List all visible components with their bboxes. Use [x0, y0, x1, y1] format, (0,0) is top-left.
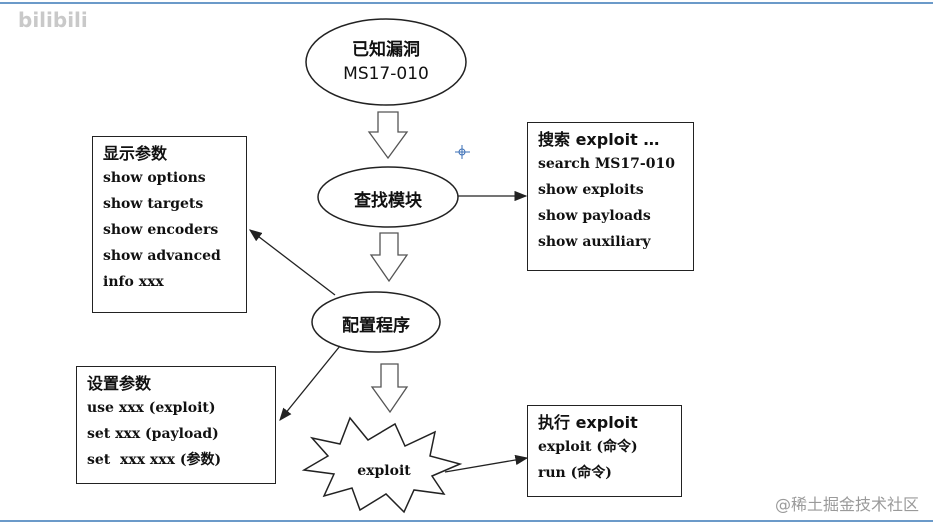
- node-known-vuln: 已知漏洞 MS17-010: [306, 38, 466, 86]
- box-show-params-title: 显示参数: [103, 144, 168, 163]
- connector-to-set-params: [279, 345, 341, 422]
- cmd-item: info xxx: [103, 274, 164, 290]
- cmd-item: run (命令): [538, 465, 612, 481]
- box-set-params-title: 设置参数: [87, 374, 152, 393]
- flow-arrow-1: [367, 111, 409, 160]
- cmd-item: set xxx xxx (参数): [87, 452, 222, 468]
- box-search-title: 搜索 exploit …: [538, 130, 660, 149]
- node-exploit: exploit: [357, 463, 411, 479]
- frame-bottom-line: [0, 520, 933, 522]
- cmd-item: show payloads: [538, 208, 651, 224]
- node-known-vuln-shape: [305, 18, 467, 106]
- box-execute: 执行 exploit exploit (命令) run (命令): [527, 405, 682, 497]
- bilibili-watermark: bilibili: [18, 8, 88, 32]
- box-set-params: 设置参数 use xxx (exploit) set xxx (payload)…: [76, 366, 276, 484]
- cmd-item: exploit (命令): [538, 439, 638, 455]
- juejin-watermark: @稀土掘金技术社区: [774, 495, 919, 514]
- cmd-item: search MS17-010: [538, 156, 675, 172]
- flow-arrow-3: [370, 363, 409, 414]
- node-find-module: 查找模块: [354, 191, 422, 211]
- node-config-program: 配置程序: [342, 316, 410, 336]
- crosshair-icon: [455, 145, 470, 159]
- cmd-item: set xxx (payload): [87, 426, 219, 442]
- connector-to-show-params: [248, 229, 336, 296]
- node-exploit-shape: [301, 416, 463, 514]
- node-known-vuln-id: MS17-010: [343, 64, 429, 84]
- cmd-item: show advanced: [103, 248, 221, 264]
- connector-to-execute: [444, 454, 529, 473]
- cmd-item: show encoders: [103, 222, 219, 238]
- cmd-item: use xxx (exploit): [87, 400, 216, 416]
- box-search: 搜索 exploit … search MS17-010 show exploi…: [527, 122, 694, 271]
- node-find-module-shape: [317, 166, 459, 228]
- node-config-program-shape: [311, 291, 441, 353]
- box-execute-title: 执行 exploit: [538, 413, 638, 432]
- cmd-item: show auxiliary: [538, 234, 651, 250]
- cmd-item: show options: [103, 170, 206, 186]
- cmd-item: show exploits: [538, 182, 644, 198]
- frame-top-line: [0, 2, 933, 4]
- cmd-item: show targets: [103, 196, 204, 212]
- box-show-params: 显示参数 show options show targets show enco…: [92, 136, 247, 313]
- node-known-vuln-title: 已知漏洞: [352, 40, 420, 60]
- flow-arrow-2: [369, 232, 409, 283]
